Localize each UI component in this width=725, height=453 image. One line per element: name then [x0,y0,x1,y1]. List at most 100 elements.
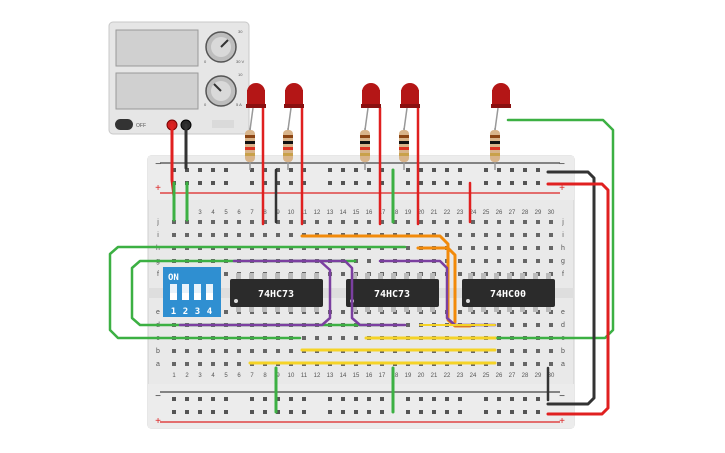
row-letter-right: f [562,271,564,278]
led5-green-wire [493,118,615,340]
row-letter-left: b [156,348,160,355]
row-letter-right: j [561,219,564,226]
column-number-bottom: 12 [314,373,321,379]
power-switch-label: OFF [136,123,146,129]
dip-on-label: ON [168,273,179,283]
column-number-bottom: 8 [263,373,267,379]
column-number-top: 13 [327,210,334,216]
row-letter-left: f [157,271,159,278]
row-letter-right: a [561,361,565,368]
row-letter-right: e [561,309,565,316]
column-number-bottom: 24 [470,373,477,379]
orange-wire-2 [416,246,457,324]
rail-sign: − [559,391,565,402]
row-letter-right: b [561,348,565,355]
column-number-top: 19 [405,210,412,216]
column-number-top: 25 [483,210,490,216]
column-number-top: 12 [314,210,321,216]
dip-toggle[interactable] [194,284,201,300]
column-number-bottom: 18 [392,373,399,379]
column-number-top: 28 [522,210,529,216]
ic-chip: 74HC00 [462,273,555,312]
column-number-top: 9 [276,210,280,216]
column-number-top: 16 [366,210,373,216]
led [491,83,511,131]
chip-label: 74HC00 [490,289,526,300]
column-number-top: 14 [340,210,347,216]
rail-sign: + [155,183,161,194]
row-letter-left: i [157,232,159,239]
resistor [399,128,409,170]
dip-number: 3 [195,307,200,317]
brand-plate [212,120,234,128]
column-number-bottom: 27 [509,373,516,379]
column-number-bottom: 23 [457,373,464,379]
knob2-unit-label: 5 A [236,102,242,107]
dip-toggle[interactable] [206,284,213,300]
column-number-top: 6 [237,210,241,216]
knob1-unit-label: 30 V [236,59,245,64]
column-number-bottom: 20 [418,373,425,379]
column-number-top: 20 [418,210,425,216]
dip-number: 4 [207,307,213,317]
column-number-bottom: 13 [327,373,334,379]
column-number-top: 5 [224,210,228,216]
led [400,83,420,131]
column-number-top: 30 [548,210,555,216]
column-number-bottom: 21 [431,373,438,379]
row-letter-right: i [562,232,564,239]
row-letter-left: a [156,361,160,368]
column-number-top: 15 [353,210,360,216]
column-number-bottom: 30 [548,373,555,379]
column-number-bottom: 14 [340,373,347,379]
column-number-bottom: 22 [444,373,451,379]
column-number-top: 10 [288,210,295,216]
dip-number: 1 [171,307,176,317]
rail-red-loop [546,182,610,416]
column-number-top: 22 [444,210,451,216]
column-number-bottom: 2 [185,373,189,379]
chip-label: 74HC73 [258,289,294,300]
rail-sign: + [559,183,565,194]
column-number-bottom: 10 [288,373,295,379]
dip-toggle[interactable] [170,284,177,300]
column-number-top: 4 [211,210,215,216]
rail-sign: − [155,391,161,402]
dip-number: 2 [183,307,188,317]
rail-sign: − [559,159,565,170]
column-number-bottom: 25 [483,373,490,379]
column-number-top: 29 [535,210,542,216]
column-number-top: 17 [379,210,386,216]
column-number-bottom: 16 [366,373,373,379]
row-letter-right: g [561,258,565,265]
column-number-top: 24 [470,210,477,216]
column-number-top: 27 [509,210,516,216]
green-loop-outer [108,245,407,340]
knob2-min-label: 0 [204,102,207,107]
knob1-min-label: 0 [204,59,207,64]
column-number-top: 23 [457,210,464,216]
wires [108,106,615,416]
led [246,83,266,131]
current-display [115,72,199,110]
ic-chip: 74HC73 [230,273,323,312]
column-number-top: 11 [301,210,308,216]
power-switch[interactable] [115,119,133,130]
resistor [283,128,293,170]
knob2-max-label: 10 [238,72,243,77]
column-number-top: 3 [198,210,202,216]
column-number-bottom: 26 [496,373,503,379]
column-number-bottom: 9 [276,373,280,379]
rail-sign: − [155,159,161,170]
column-number-top: 26 [496,210,503,216]
purple-wire-2 [288,259,407,327]
column-number-bottom: 17 [379,373,386,379]
rail-black-loop [546,170,596,406]
resistor [245,128,255,170]
dip-toggle[interactable] [182,284,189,300]
column-number-bottom: 7 [250,373,254,379]
row-letter-left: e [156,309,160,316]
